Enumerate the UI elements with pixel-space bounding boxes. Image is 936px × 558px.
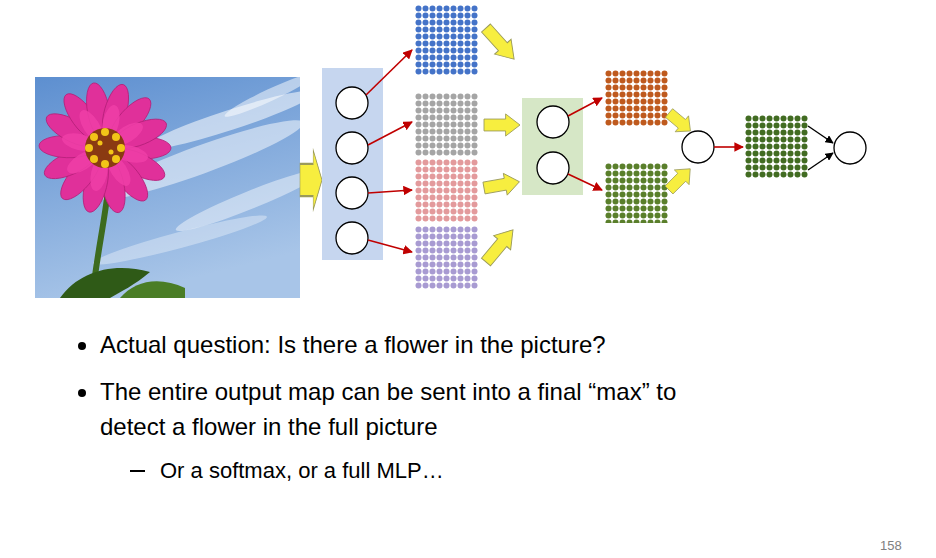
yellow-arrows — [478, 21, 523, 269]
bullet-dot — [78, 389, 86, 397]
feature-map — [415, 159, 478, 222]
flower-photo — [35, 77, 300, 298]
input-arrow — [300, 150, 322, 210]
red-arrows — [568, 98, 602, 190]
page-number: 158 — [880, 538, 930, 554]
layer-band — [322, 68, 383, 260]
output-map — [745, 115, 808, 178]
sub-bullet-text: Or a softmax, or a full MLP… — [160, 455, 860, 487]
black-arrows — [808, 126, 833, 170]
neuron — [682, 131, 714, 163]
feature-map — [605, 70, 668, 126]
red-arrow — [714, 146, 743, 148]
feature-map — [605, 163, 668, 223]
bullet-text: Actual question: Is there a flower in th… — [100, 328, 900, 363]
red-arrows — [366, 50, 412, 252]
bullet-text: The entire output map can be sent into a… — [100, 375, 740, 445]
sub-bullet-dash — [130, 470, 145, 472]
feature-map — [415, 93, 478, 156]
neurons — [336, 87, 368, 254]
feature-map — [415, 5, 478, 75]
bullet-dot — [78, 342, 86, 350]
final-neuron — [834, 132, 866, 164]
feature-map — [415, 226, 478, 289]
neurons — [537, 106, 569, 184]
